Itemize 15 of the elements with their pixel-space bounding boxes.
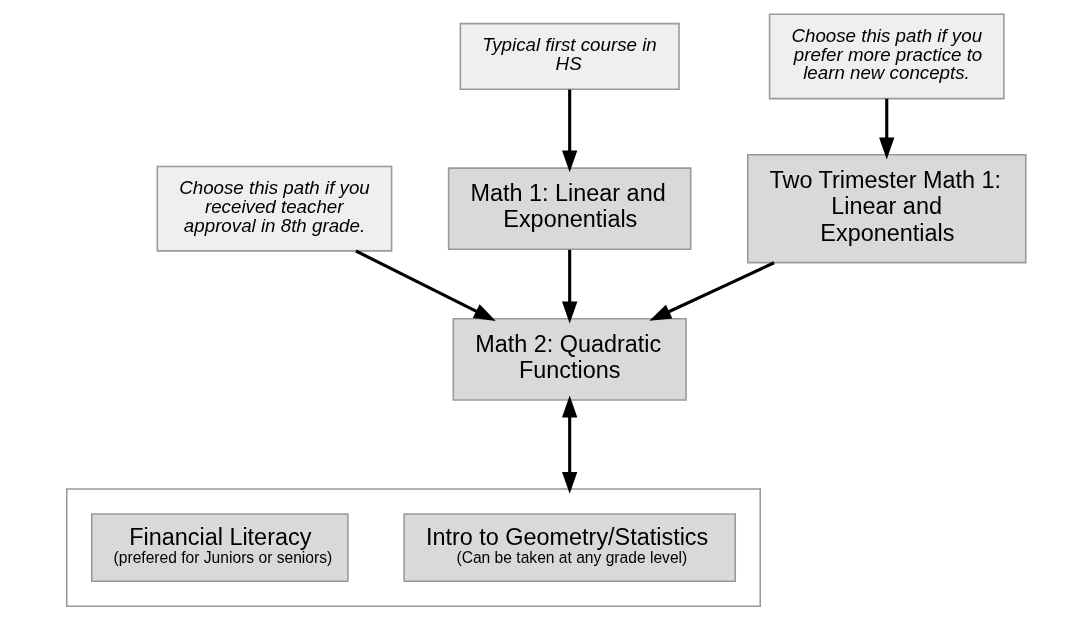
node-box: Two Trimester Math 1: Linear and Exponentials	[746, 154, 1027, 264]
arrow	[561, 249, 577, 324]
arrow	[648, 261, 775, 321]
node-box: Math 1: Linear and Exponentials	[447, 167, 691, 251]
arrow	[561, 89, 577, 173]
node-box: Math 2: Quadratic Functions	[452, 318, 687, 401]
node-box: Typical first course in HS	[459, 22, 680, 90]
node-box: Choose this path if you received teacher approval in 8th grade.	[156, 165, 392, 252]
arrow	[354, 249, 496, 321]
arrow	[878, 98, 894, 160]
cluster	[65, 488, 761, 607]
node-box: Intro to Geometry/Statistics (Can be taken at any grade level)	[402, 513, 736, 582]
arrow	[561, 395, 577, 494]
node-box: Choose this path if you prefer more practice to learn new concepts.	[768, 13, 1005, 100]
node-box: Financial Literacy (prefered for Juniors or seniors)	[90, 513, 349, 582]
